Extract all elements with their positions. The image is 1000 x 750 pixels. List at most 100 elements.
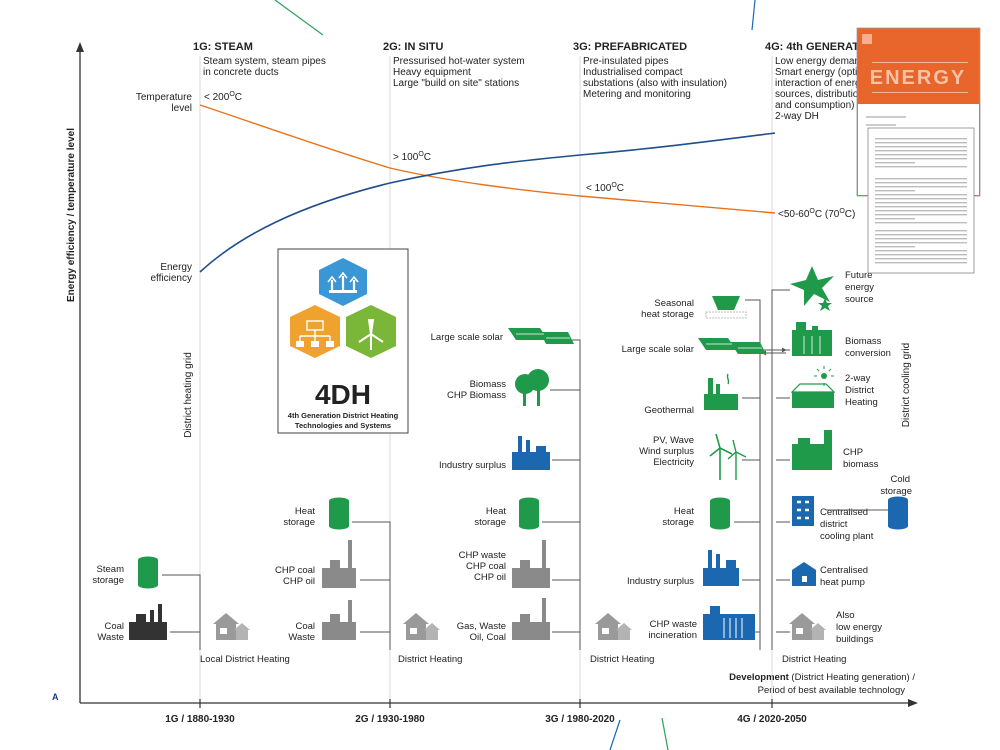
label-dh-3: District Heating [590,654,654,665]
geothermal-icon [704,373,738,410]
house-icon [789,613,826,640]
label-dh-4: District Heating [782,654,846,665]
incineration-icon [703,606,755,640]
generation-title: 3G: PREFABRICATED [573,41,687,53]
x-axis-label-2: Period of best available technology [758,685,906,696]
industry-icon-3 [512,436,550,470]
future-energy-star-icon [790,266,834,311]
cooling-plant-icon [792,496,814,526]
label-dh-2: District Heating [398,654,462,665]
decor-line [274,0,324,36]
label-solar-3: Large scale solar [431,332,503,343]
cold-storage-icon [826,496,908,530]
efficiency-curve [199,132,776,273]
industry-icon-4 [703,550,739,586]
heat-pump-icon [792,562,816,586]
solar-panels-icon-4 [698,338,766,354]
steam-storage-icon [138,556,158,589]
x-tick-label: 1G / 1880-1930 [165,714,235,725]
generation-title: 1G: STEAM [193,41,253,53]
generation-title: 2G: IN SITU [383,41,444,53]
district-heating-grid-label: District heating grid [183,352,194,438]
gas-plant-icon [512,598,550,640]
biomass-conversion-icon [792,322,832,356]
heat-storage-icon [329,497,349,530]
journal-article-page [867,127,975,274]
coal-plant-icon [129,604,167,640]
decor-line [661,717,669,750]
y-axis-label: Energy efficiency / temperature level [66,128,77,302]
chp-coal-plant-icon [322,540,356,588]
temp-3g: < 100OC [586,182,624,194]
decor-line [609,719,621,750]
house-icons [213,613,826,640]
x-tick-label: 2G / 1930-1980 [355,714,425,725]
two-way-dh-icon [790,366,836,408]
house-icon [595,613,632,640]
label-geothermal-4: Geothermal [644,405,694,416]
coal-plant-icon-2 [322,600,356,640]
label-industry-4: Industry surplus [627,576,694,587]
chp-waste-plant-icon [512,540,550,588]
label-local-dh: Local District Heating [200,654,290,665]
axes: Energy efficiency / temperature level A … [52,42,918,707]
heat-storage-icon-3 [519,497,539,530]
temp-2g: > 100OC [393,151,431,163]
label-solar-4: Large scale solar [622,344,694,355]
house-icon [403,613,440,640]
solar-panels-icon [508,328,574,344]
temperature-curve [199,104,776,214]
district-cooling-grid-label: District cooling grid [901,343,912,427]
temp-1g: < 200OC [204,91,242,103]
decor-line [751,0,756,31]
corner-label: A [52,692,59,702]
logo-subtitle-1: 4th Generation District Heating [288,411,399,420]
biomass-trees-icon [515,369,549,406]
x-tick-label: 4G / 2020-2050 [737,714,807,725]
heat-storage-icon-4 [710,497,730,530]
house-icon [213,613,250,640]
x-tick-label: 3G / 1980-2020 [545,714,615,725]
chp-biomass-icon [792,430,832,470]
journal-title: ENERGY [870,67,966,89]
wind-turbines-icon [709,433,747,480]
label-industry-3: Industry surplus [439,460,506,471]
x-axis-label: Development (District Heating generation… [729,672,915,683]
logo-title: 4DH [315,379,371,410]
temp-4g: <50-60OC (70OC) [778,208,855,220]
4dh-logo: 4DH 4th Generation District Heating Tech… [277,248,409,434]
